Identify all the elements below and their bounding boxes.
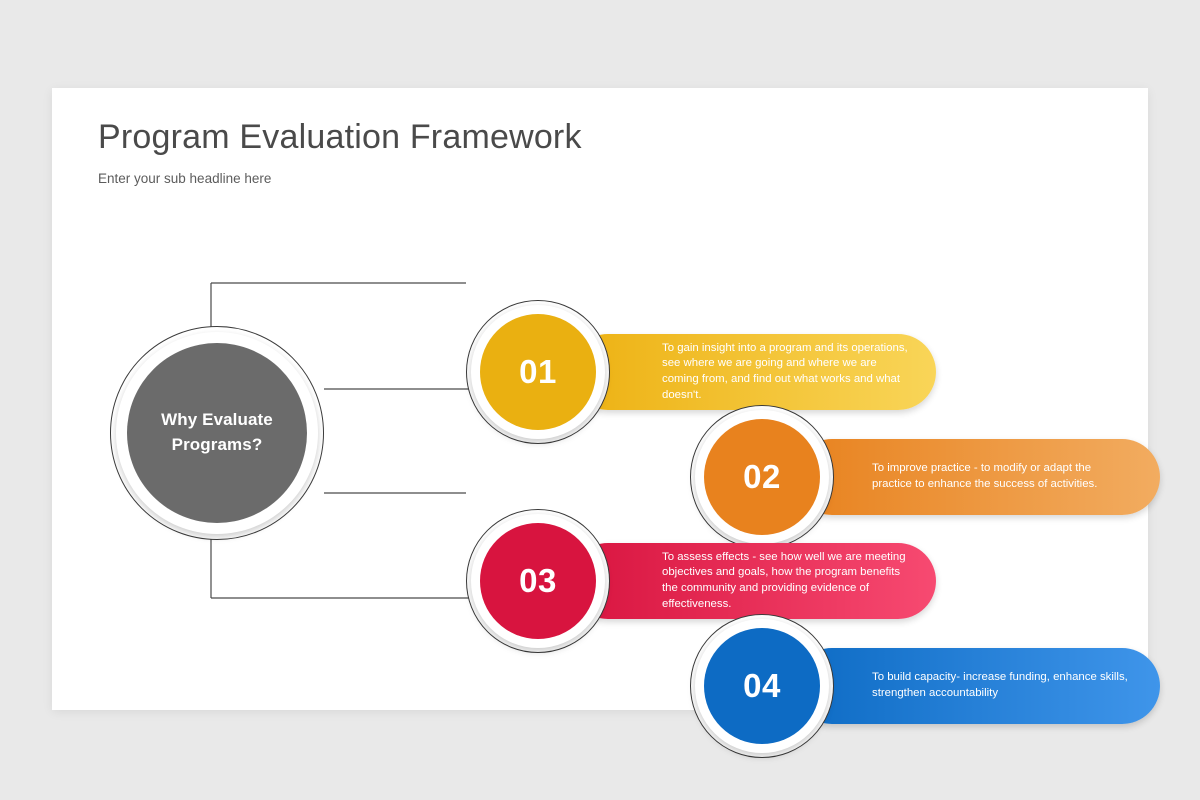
- step-circle-02[interactable]: 02: [690, 405, 834, 549]
- step-number-04: 04: [743, 667, 781, 704]
- hub-disc: Why Evaluate Programs?: [127, 343, 307, 523]
- step-description-04: To build capacity- increase funding, enh…: [872, 671, 1128, 699]
- step-description-02: To improve practice - to modify or adapt…: [872, 462, 1098, 490]
- step-disc-04: 04: [704, 628, 820, 744]
- step-description-01: To gain insight into a program and its o…: [662, 341, 908, 401]
- step-disc-02: 02: [704, 419, 820, 535]
- step-bar-03: To assess effects - see how well we are …: [570, 543, 936, 619]
- hub-label: Why Evaluate Programs?: [161, 408, 273, 457]
- step-item-02[interactable]: To improve practice - to modify or adapt…: [690, 405, 1160, 549]
- step-disc-03: 03: [480, 523, 596, 639]
- process-diagram: Why Evaluate Programs? To gain insight i…: [52, 88, 1160, 758]
- step-number-02: 02: [743, 458, 781, 495]
- page-title: Program Evaluation Framework: [98, 118, 582, 156]
- heading-block: Program Evaluation Framework Enter your …: [98, 118, 582, 186]
- step-disc-01: 01: [480, 314, 596, 430]
- step-circle-03[interactable]: 03: [466, 509, 610, 653]
- hub-node[interactable]: Why Evaluate Programs?: [110, 326, 324, 540]
- hub-label-line2: Programs?: [171, 435, 263, 454]
- step-bar-04: To build capacity- increase funding, enh…: [794, 648, 1160, 724]
- hub-label-line1: Why Evaluate: [161, 410, 273, 430]
- step-description-03: To assess effects - see how well we are …: [662, 550, 906, 610]
- step-number-03: 03: [519, 562, 557, 599]
- step-circle-01[interactable]: 01: [466, 300, 610, 444]
- step-number-01: 01: [519, 353, 557, 390]
- step-item-01[interactable]: To gain insight into a program and its o…: [466, 300, 936, 444]
- slide-card: Program Evaluation Framework Enter your …: [52, 88, 1160, 758]
- step-circle-04[interactable]: 04: [690, 614, 834, 758]
- step-bar-02: To improve practice - to modify or adapt…: [794, 439, 1160, 515]
- page-subtitle: Enter your sub headline here: [98, 171, 272, 186]
- step-bar-01: To gain insight into a program and its o…: [570, 334, 936, 410]
- step-item-03[interactable]: To assess effects - see how well we are …: [466, 509, 936, 653]
- step-item-04[interactable]: To build capacity- increase funding, enh…: [690, 614, 1160, 758]
